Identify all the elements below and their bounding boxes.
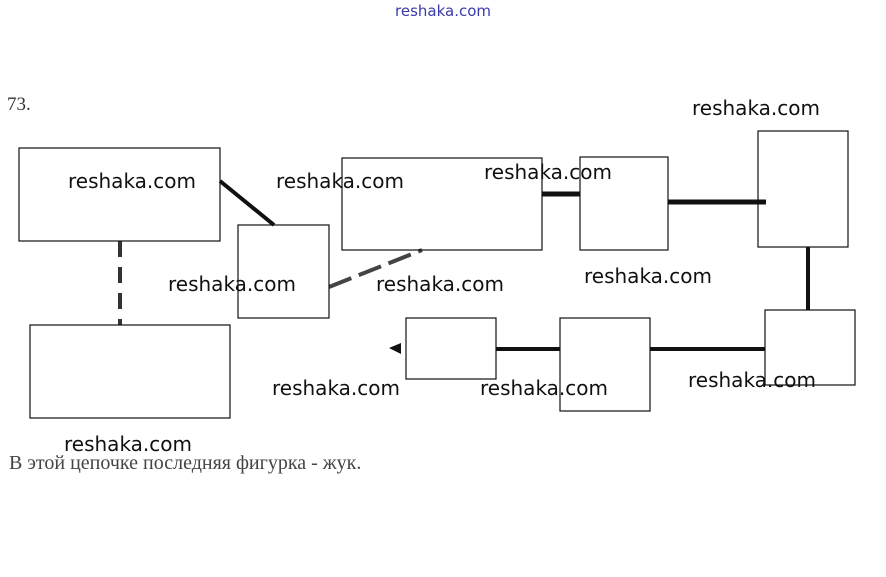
box-3 <box>341 157 543 251</box>
arrowhead <box>389 343 401 354</box>
watermark: reshaka.com <box>272 376 400 400</box>
watermark: reshaka.com <box>484 160 612 184</box>
watermark: reshaka.com <box>276 169 404 193</box>
exercise-caption: В этой цепочке последняя фигурка - жук. <box>9 452 362 474</box>
connector-2-3 <box>328 248 423 289</box>
box-5 <box>757 130 849 248</box>
box-6 <box>764 309 856 386</box>
box-4 <box>579 156 669 251</box>
watermark: reshaka.com <box>64 432 192 456</box>
site-link[interactable]: reshaka.com <box>395 2 491 20</box>
box-7 <box>559 317 651 412</box>
box-bottom-left <box>29 324 231 419</box>
watermark: reshaka.com <box>692 96 820 120</box>
watermark: reshaka.com <box>688 368 816 392</box>
watermark: reshaka.com <box>168 272 296 296</box>
exercise-number: 73. <box>7 94 31 115</box>
connector-1-2 <box>218 179 276 227</box>
watermark: reshaka.com <box>68 169 196 193</box>
watermark: reshaka.com <box>584 264 712 288</box>
watermark: reshaka.com <box>376 272 504 296</box>
box-1 <box>18 147 221 242</box>
box-8 <box>405 317 497 380</box>
watermark: reshaka.com <box>480 376 608 400</box>
box-2 <box>237 224 330 319</box>
